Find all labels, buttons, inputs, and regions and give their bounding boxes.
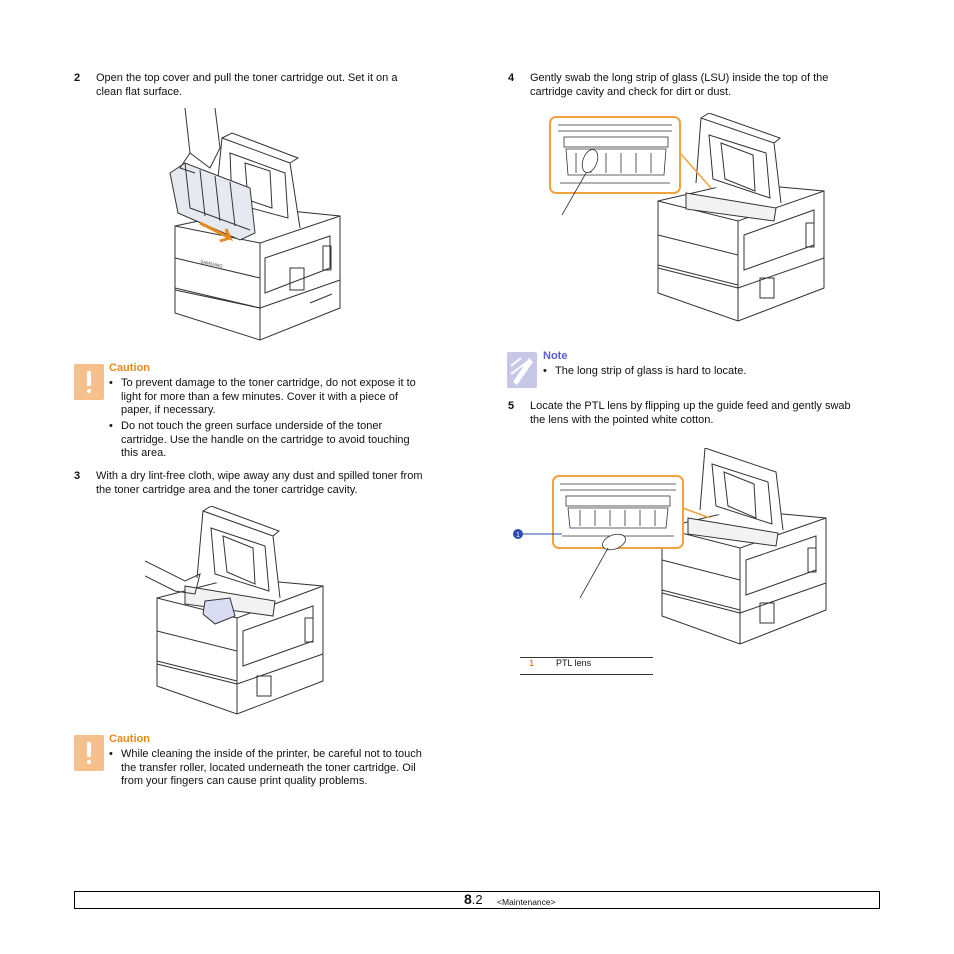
figure-remove-toner: SAMSUNG xyxy=(169,108,341,341)
step-text: Open the top cover and pull the toner ca… xyxy=(96,72,398,98)
legend-top-rule xyxy=(520,657,653,658)
step-number: 4 xyxy=(508,72,515,84)
figure-swab-lsu xyxy=(549,113,825,322)
caution-icon xyxy=(74,364,104,400)
caution-title: Caution xyxy=(109,362,150,374)
section-label: <Maintenance> xyxy=(497,897,556,907)
figure-ptl-lens: 1 xyxy=(513,448,827,645)
callout-marker-number: 1 xyxy=(516,532,520,539)
caution-title: Caution xyxy=(109,733,150,745)
legend-label: PTL lens xyxy=(556,658,592,668)
legend-bottom-rule xyxy=(520,674,653,675)
note-icon xyxy=(507,352,537,388)
page-footer: 8.2 <Maintenance> xyxy=(74,891,880,909)
printer-brand: SAMSUNG xyxy=(200,259,224,269)
step-text: With a dry lint-free cloth, wipe away an… xyxy=(96,470,423,496)
figure-wipe-cavity xyxy=(145,506,324,715)
step-number: 5 xyxy=(508,400,515,412)
step-number: 3 xyxy=(74,470,81,482)
step-number: 2 xyxy=(74,72,81,84)
note-title: Note xyxy=(543,350,568,362)
caution-icon xyxy=(74,735,104,771)
page-number: 8.2 xyxy=(464,891,483,907)
step-text: Gently swab the long strip of glass (LSU… xyxy=(530,72,829,98)
legend-number: 1 xyxy=(529,658,535,668)
step-text: Locate the PTL lens by flipping up the g… xyxy=(530,400,851,426)
